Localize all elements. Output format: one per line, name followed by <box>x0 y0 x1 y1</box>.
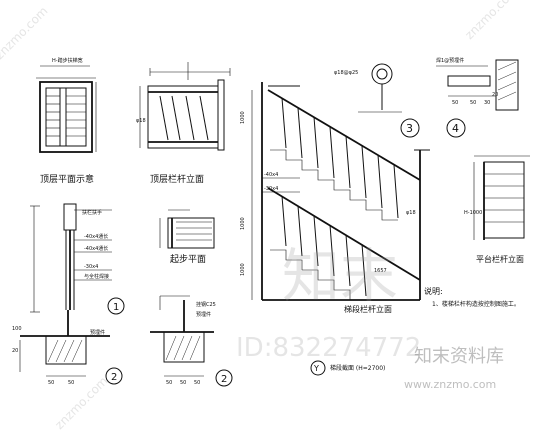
main-callout-1: -40x4 <box>264 172 278 178</box>
detail-4-number: 4 <box>452 122 459 135</box>
detail-2y-callout-2: 预埋件 <box>196 311 211 318</box>
watermark-center: 知末 <box>282 242 398 310</box>
detail-2w-dim-1: 100 <box>12 326 22 332</box>
start-plan-title: 起步平面 <box>170 254 206 265</box>
main-stair-elevation: 1000 1000 1000 -40x4 -30x4 φ18 1657 梯段栏杆… <box>240 82 430 314</box>
top-elevation-view: φ18 顶层栏杆立面 <box>136 62 231 185</box>
detail-2w-view: 预埋件 100 20 50 50 2 <box>12 310 123 386</box>
watermark-layer: 知末 ID:832274772 知末资料库 www.znzmo.com znzm… <box>0 0 521 432</box>
detail-4-dim-2: 50 <box>470 100 476 106</box>
watermark-url: www.znzmo.com <box>404 378 496 391</box>
detail-1-callout-2: -40x4通长 <box>84 245 108 252</box>
main-callout-4: 1657 <box>374 268 387 274</box>
main-elevation-title: 梯段栏杆立面 <box>344 304 392 314</box>
detail-4-callout: 焊1@预埋件 <box>436 57 464 64</box>
section-y-title: 梯段截面 (H=2700) <box>330 364 385 372</box>
notes-line-1: 1、楼梯栏杆构造按控制图施工。 <box>432 300 520 308</box>
watermark-diag-3: znzmo.com <box>462 0 520 42</box>
detail-4-dim-3: 30 <box>484 100 490 106</box>
detail-1-callout-4: 与全柱焊接 <box>84 273 109 280</box>
detail-1-callout-3: -30x4 <box>84 264 98 270</box>
detail-2w-dim-4: 50 <box>68 380 74 386</box>
detail-1-handrail-label: 扶栏扶手 <box>82 209 102 216</box>
detail-1-view: 扶栏扶手 -40x4通长 -40x4通长 -30x4 与全柱焊接 1 <box>30 203 125 315</box>
detail-2w-dim-2: 20 <box>12 348 18 354</box>
top-elevation-dim: φ18 <box>136 118 146 124</box>
detail-2w-dim-3: 50 <box>48 380 54 386</box>
detail-3-number: 3 <box>406 122 413 135</box>
main-dim-3: 1000 <box>240 263 246 276</box>
notes-title: 说明: <box>424 286 443 296</box>
main-dim-1: 1000 <box>240 111 246 124</box>
top-plan-note: H-踏步扶梯宽 <box>52 57 83 64</box>
detail-4-view: 焊1@预埋件 50 50 30 20 4 <box>436 57 519 138</box>
detail-3-callout: φ18@φ25 <box>334 70 358 76</box>
detail-2w-number: 2 <box>111 372 117 383</box>
top-elevation-title: 顶层栏杆立面 <box>150 173 204 185</box>
watermark-logo-text: 知末资料库 <box>414 346 504 367</box>
watermark-diag-1: znzmo.com <box>0 4 51 62</box>
detail-4-dim-1: 50 <box>452 100 458 106</box>
main-callout-2: -30x4 <box>264 186 278 192</box>
detail-2y-view: 挂钢C25 预埋件 50 50 50 2 <box>150 295 233 387</box>
platform-elevation-view: H-1000 平台栏杆立面 <box>464 155 530 264</box>
detail-4-dim-4: 20 <box>492 92 498 98</box>
detail-1-number: 1 <box>113 302 119 313</box>
detail-2y-dim-3: 50 <box>194 380 200 386</box>
detail-2y-number: 2 <box>221 374 227 385</box>
watermark-id: ID:832274772 <box>236 333 421 363</box>
notes-block: 说明: 1、楼梯栏杆构造按控制图施工。 <box>424 286 520 308</box>
start-plan-view: 起步平面 <box>159 209 215 265</box>
top-plan-title: 顶层平面示意 <box>40 173 94 185</box>
detail-2y-dim-1: 50 <box>166 380 172 386</box>
main-dim-2: 1000 <box>240 217 246 230</box>
top-plan-view: H-踏步扶梯宽 顶层平面示意 <box>36 57 97 185</box>
detail-3-view: φ18@φ25 3 <box>334 63 420 138</box>
detail-2y-callout-1: 挂钢C25 <box>196 301 216 308</box>
detail-2w-callout: 预埋件 <box>90 329 105 336</box>
section-y: Y 梯段截面 (H=2700) <box>310 360 385 376</box>
platform-elevation-title: 平台栏杆立面 <box>476 254 524 264</box>
detail-2y-dim-2: 50 <box>180 380 186 386</box>
section-y-label: Y <box>313 364 319 373</box>
detail-1-callout-1: -40x4通长 <box>84 233 108 240</box>
watermark-diag-2: znzmo.com <box>52 374 110 432</box>
platform-elevation-dim: H-1000 <box>464 210 482 216</box>
main-callout-3: φ18 <box>406 210 416 216</box>
